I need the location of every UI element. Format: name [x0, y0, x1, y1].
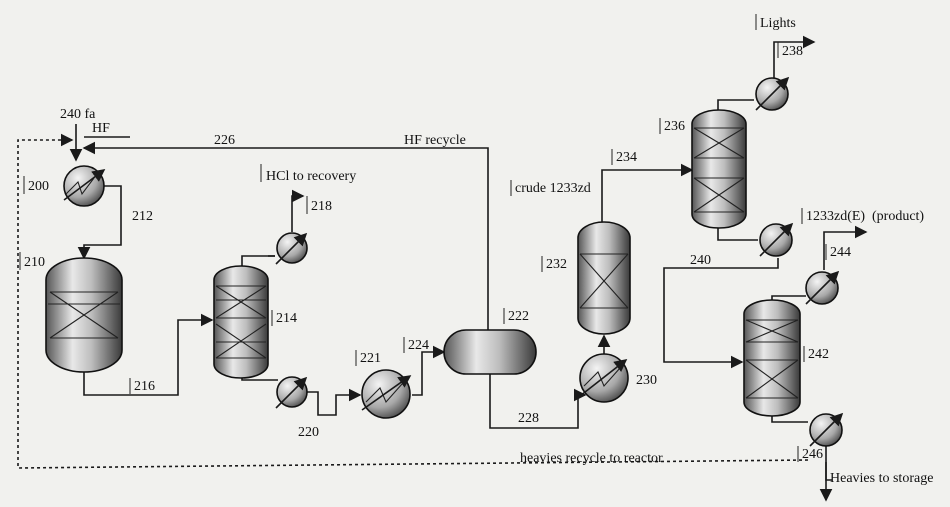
- reboiler-220: [275, 376, 308, 409]
- reboiler-240: [759, 222, 794, 257]
- label-242: 242: [808, 347, 829, 362]
- label-226: 226: [214, 133, 235, 148]
- label-220: 220: [298, 425, 319, 440]
- product-line: [823, 225, 868, 270]
- label-crude-1233zd: crude 1233zd: [515, 181, 591, 196]
- label-228: 228: [518, 411, 539, 426]
- label-240fa: 240 fa: [60, 107, 96, 122]
- label-240: 240: [690, 253, 711, 268]
- label-221: 221: [360, 351, 381, 366]
- label-214: 214: [276, 311, 297, 326]
- label-216: 216: [134, 379, 155, 394]
- decanter-222: [443, 329, 537, 375]
- label-234: 234: [616, 150, 637, 165]
- stream-216-line: [83, 313, 214, 396]
- stream-240-line: [663, 258, 779, 369]
- condenser-238: [755, 76, 790, 111]
- label-238: 238: [782, 44, 803, 59]
- heater-230: [579, 353, 629, 403]
- reboiler-246: [809, 412, 844, 447]
- column-236: [691, 109, 747, 229]
- label-244: 244: [830, 245, 851, 260]
- stream-224-line: [412, 345, 446, 396]
- label-1233zd-e: 1233zd(E): [806, 209, 865, 224]
- label-224: 224: [408, 338, 429, 353]
- column-214: [213, 265, 269, 379]
- label-210: 210: [24, 255, 45, 270]
- label-hf-recycle: HF recycle: [404, 133, 466, 148]
- label-hf: HF: [92, 121, 110, 136]
- col236-bottom-line: [717, 228, 758, 241]
- heater-200: [63, 165, 106, 207]
- stream-212-line: [77, 185, 122, 260]
- hf-recycle-line: [82, 141, 489, 330]
- label-product: (product): [872, 209, 924, 224]
- heavies-recycle-line: [17, 133, 809, 469]
- label-heavies-recycle: heavies recycle to reactor: [520, 451, 663, 466]
- label-ticks: [19, 14, 827, 462]
- reactor-210: [45, 257, 123, 373]
- label-heavies-storage: Heavies to storage: [830, 471, 933, 486]
- label-212: 212: [132, 209, 153, 224]
- label-200: 200: [28, 179, 49, 194]
- condenser-218: [275, 232, 308, 265]
- label-222: 222: [508, 309, 529, 324]
- hcl-line: [291, 189, 305, 232]
- label-246: 246: [802, 447, 823, 462]
- label-hcl-recovery: HCl to recovery: [266, 169, 356, 184]
- condenser-244: [805, 270, 840, 305]
- label-218: 218: [311, 199, 332, 214]
- lights-line: [773, 35, 816, 78]
- stream-234-line: [601, 163, 694, 222]
- column-232: [577, 221, 631, 335]
- label-232: 232: [546, 257, 567, 272]
- column-242: [743, 299, 801, 417]
- stream-220-line: [306, 388, 362, 416]
- label-230: 230: [636, 373, 657, 388]
- label-236: 236: [664, 119, 685, 134]
- label-lights: Lights: [760, 16, 796, 31]
- cooler-221: [361, 369, 412, 419]
